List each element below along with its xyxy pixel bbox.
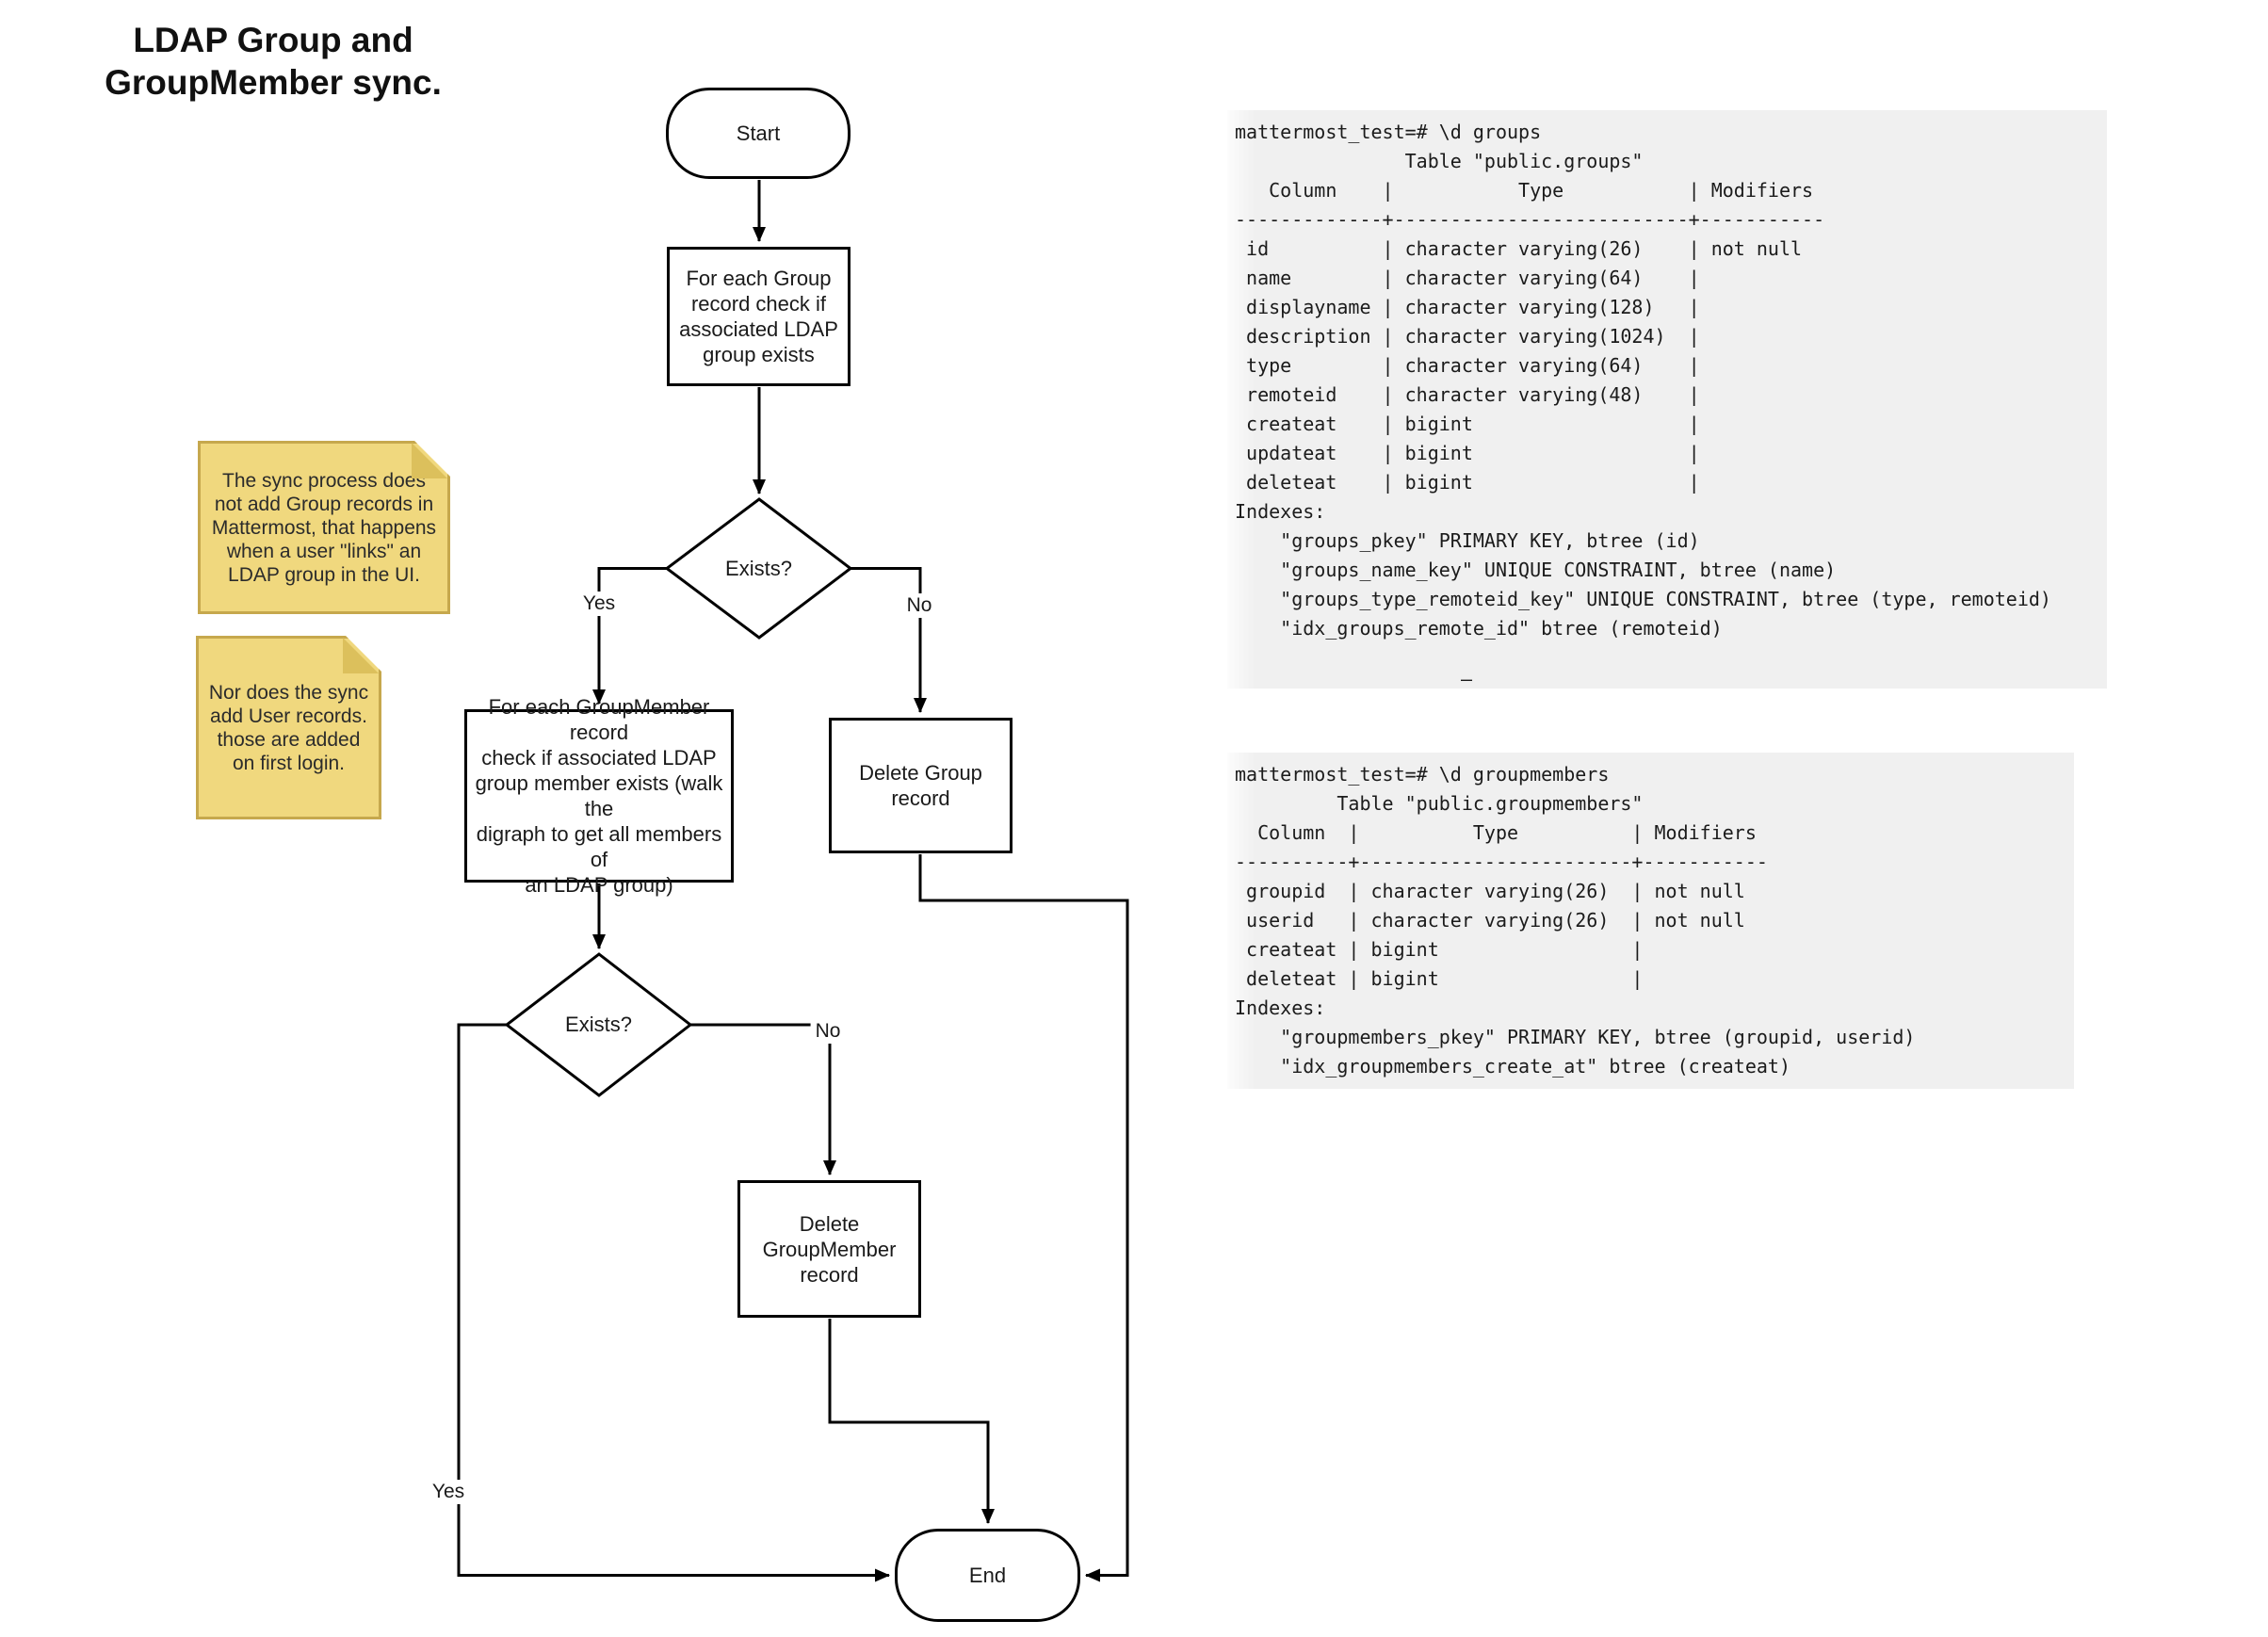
edge-label-yes-2: Yes [427,1480,470,1504]
edge-label-no-1: No [901,593,937,618]
node-delete-groupmember-label: Delete GroupMember record [762,1211,897,1287]
sticky-note-group-sync-text: The sync process does not add Group reco… [211,469,437,586]
edge-exists1-yes [592,567,667,705]
stray-dash: – [1461,668,1473,690]
psql-output-groups: mattermost_test=# \d groups Table "publi… [1227,110,2107,689]
node-check-groupmember: For each GroupMember record check if ass… [464,695,734,897]
edge-deletegroup-to-end [918,854,1129,1582]
node-check-group-label: For each Group record check if associate… [679,267,838,366]
decision-exists-1 [664,497,853,640]
node-start-label: Start [736,122,781,145]
node-end-label: End [968,1564,1007,1587]
edge-label-yes-1: Yes [577,592,621,616]
page-title: LDAP Group and GroupMember sync. [105,21,442,102]
sticky-note-user-sync-text: Nor does the sync add User records. thos… [208,681,369,774]
edge-exists2-no [690,1023,836,1175]
edge-exists2-yes [457,1023,890,1582]
node-check-group: For each Group record check if associate… [667,247,850,386]
edge-deletegroupmember-to-end [828,1319,995,1524]
decision-exists-2 [504,952,693,1097]
psql-output-groupmembers-text: mattermost_test=# \d groupmembers Table … [1235,763,1916,1078]
edge-label-no-2: No [810,1019,846,1044]
node-delete-groupmember: Delete GroupMember record [737,1180,921,1318]
node-end: End [895,1529,1080,1622]
psql-output-groups-text: mattermost_test=# \d groups Table "publi… [1235,121,2051,640]
node-check-groupmember-label: For each GroupMember record check if ass… [475,695,723,897]
node-delete-group-label: Delete Group record [859,761,982,810]
node-delete-group: Delete Group record [829,718,1012,853]
sticky-note-group-sync: The sync process does not add Group reco… [198,441,450,614]
node-start: Start [666,88,850,179]
psql-output-groupmembers: mattermost_test=# \d groupmembers Table … [1227,753,2074,1089]
edge-exists1-no [850,567,927,713]
